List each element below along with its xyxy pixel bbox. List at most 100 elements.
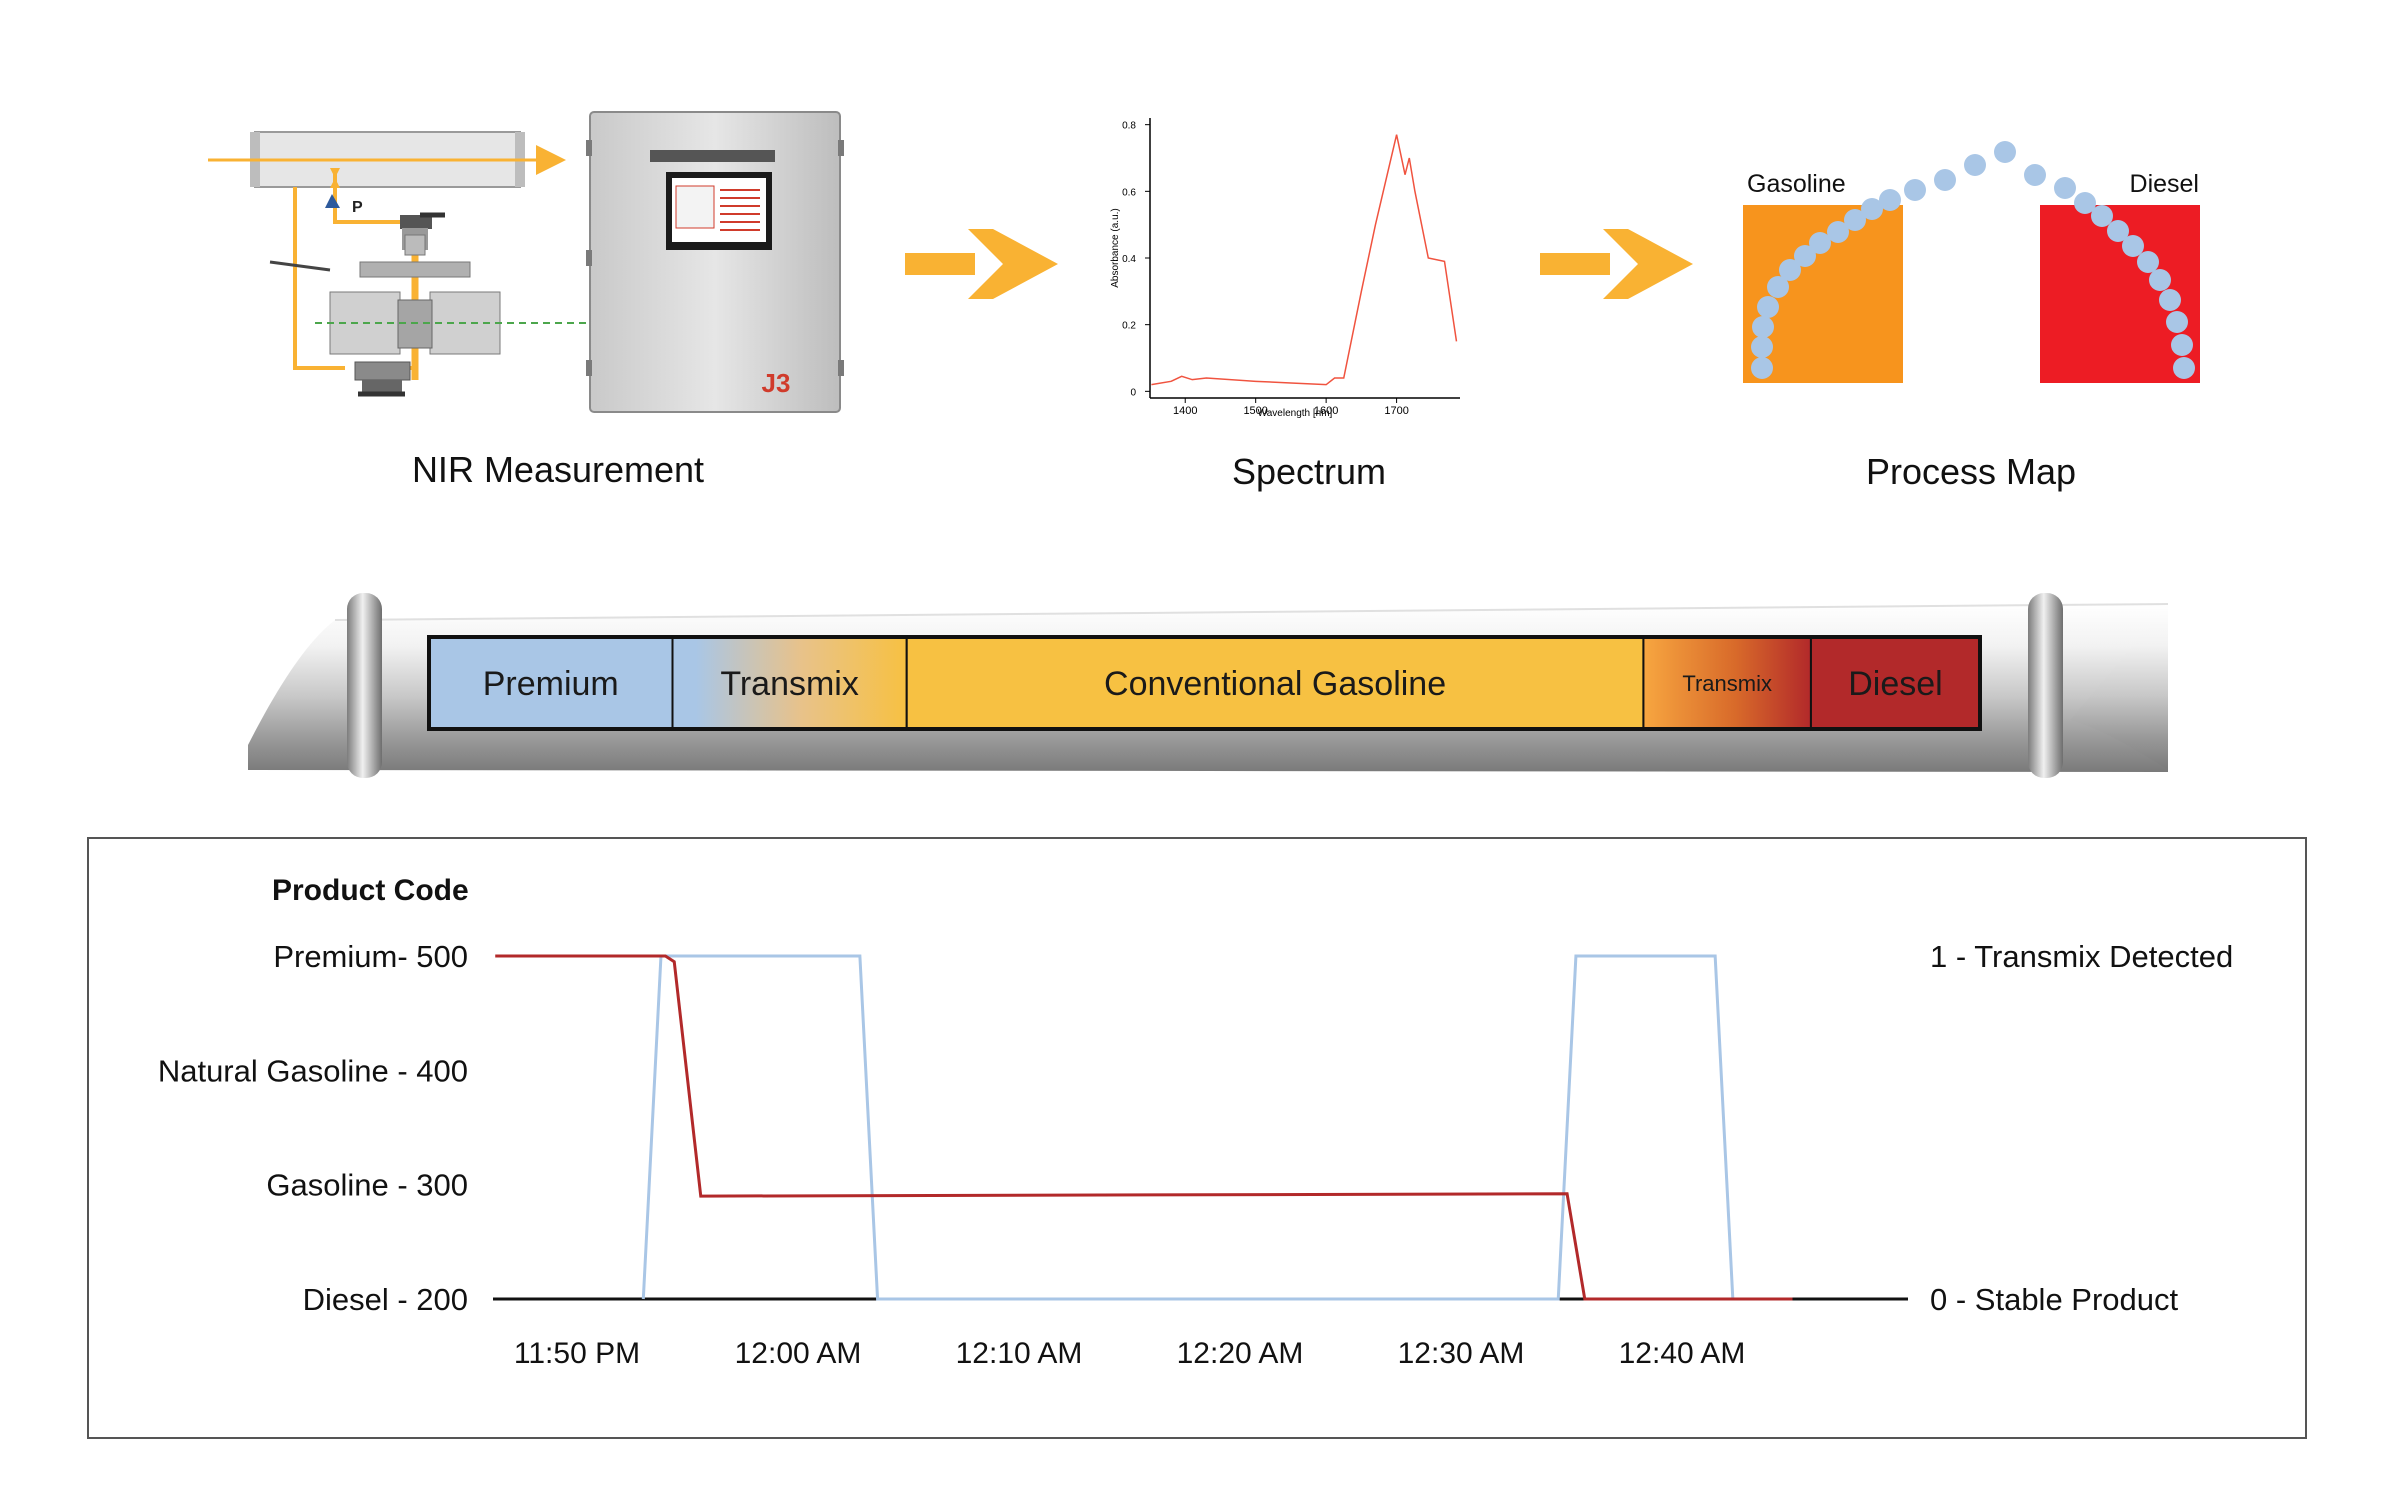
trajectory-point: [1994, 141, 2016, 163]
left-axis-tick-label: Diesel - 200: [303, 1282, 468, 1317]
chart-y-axis-title: Product Code: [272, 874, 469, 907]
pipe-segment: [428, 636, 674, 730]
stage-label-process-map: Process Map: [1866, 451, 2076, 492]
lower-valve: [362, 380, 402, 392]
trajectory-point: [2159, 289, 2181, 311]
valve-body: [400, 215, 432, 229]
stage-label-nir: NIR Measurement: [412, 449, 704, 490]
pipe-segment-label: Diesel: [1848, 665, 1942, 703]
trajectory-point: [1757, 296, 1779, 318]
spectrum-line: [1151, 134, 1458, 386]
trajectory-point: [2107, 220, 2129, 242]
x-axis-labels: 11:50 PM 12:00 AM 12:10 AM 12:20 AM 12:30 AM…: [514, 1337, 1745, 1370]
trajectory-point: [2054, 177, 2076, 199]
left-axis-tick-label: Natural Gasoline - 400: [158, 1053, 468, 1088]
spectrum-x-tick-label: 1600: [1314, 405, 1338, 417]
x-axis-tick-label: 12:00 AM: [735, 1337, 862, 1370]
right-axis-tick-label: 0 - Stable Product: [1930, 1282, 2179, 1317]
pipe-product-segments: Premium Transmix Conventional Gasoline Tran…: [427, 635, 1982, 731]
trajectory-point: [2024, 164, 2046, 186]
transmix-flag-line: [641, 954, 1735, 1301]
chart-frame: [87, 837, 2307, 1439]
trajectory-point: [1827, 221, 1849, 243]
spectrum-y-tick-label: 0.4: [1122, 254, 1136, 265]
spectrum-y-label: Absorbance (a.u.): [1110, 208, 1121, 288]
latch: [838, 360, 844, 376]
trajectory-point: [1809, 232, 1831, 254]
device-logo: J3: [762, 368, 791, 398]
trajectory-point: [2173, 357, 2195, 379]
x-axis-tick-label: 11:50 PM: [514, 1337, 640, 1370]
pipe-end: [2070, 604, 2168, 770]
valve-icon: [330, 168, 340, 188]
trajectory-point: [1779, 259, 1801, 281]
pipe-segment-label: Conventional Gasoline: [1104, 665, 1446, 703]
trajectory-point: [1794, 245, 1816, 267]
trajectory-point: [1904, 179, 1926, 201]
latch: [838, 140, 844, 156]
product-code-line: [495, 954, 1793, 1301]
probe-bracket: [359, 261, 471, 278]
nir-instrument-diagram: P: [208, 131, 590, 397]
pipe-flange-right: [2028, 593, 2063, 778]
sample-return-line: [293, 187, 345, 370]
pipe-segment-label: Transmix: [720, 665, 859, 703]
pipe-segment-label: Transmix: [1682, 671, 1772, 696]
right-axis-tick-label: 1 - Transmix Detected: [1930, 939, 2233, 974]
trajectory-point: [1879, 189, 1901, 211]
hinge: [586, 140, 592, 156]
pressure-label: P: [352, 199, 363, 216]
spectrum-y-tick-label: 0.8: [1122, 121, 1136, 132]
pressure-sensor-icon: [325, 194, 340, 208]
pipe-segment-label: Premium: [483, 665, 619, 703]
pipeline: Premium Transmix Conventional Gasoline Tran…: [248, 593, 2169, 778]
spectrum-x-tick-label: 1700: [1384, 405, 1408, 417]
trajectory-point: [1964, 154, 1986, 176]
spectrum-x-label: Wavelength [nm]: [1258, 408, 1333, 419]
gasoline-region-label: Gasoline: [1747, 170, 1846, 198]
trajectory-point: [1751, 336, 1773, 358]
left-axis-tick-label: Gasoline - 300: [266, 1168, 468, 1203]
lower-fitting: [354, 361, 411, 381]
pipe-flange-left: [347, 593, 382, 778]
x-axis-tick-label: 12:20 AM: [1177, 1337, 1304, 1370]
trajectory-point: [1751, 357, 1773, 379]
right-axis-labels: 1 - Transmix Detected 0 - Stable Product: [1930, 939, 2233, 1317]
stage-arrow-2: [1540, 229, 1693, 299]
x-axis-tick-label: 12:10 AM: [956, 1337, 1083, 1370]
x-axis-tick-label: 12:30 AM: [1398, 1337, 1525, 1370]
stage-arrow-1: [905, 229, 1058, 299]
nir-analyzer-cabinet: J3: [586, 111, 844, 413]
trajectory-point: [1844, 209, 1866, 231]
screen-plot: [675, 185, 715, 229]
trajectory-point: [2091, 205, 2113, 227]
trajectory-point: [2149, 269, 2171, 291]
trajectory-point: [2074, 192, 2096, 214]
stage-label-spectrum: Spectrum: [1232, 451, 1386, 492]
trajectory-point: [2171, 334, 2193, 356]
diesel-region-label: Diesel: [2130, 170, 2199, 198]
screen-text-rows: [720, 189, 760, 231]
cable: [269, 260, 331, 272]
spectrum-y-tick-label: 0.2: [1122, 321, 1136, 332]
hinge: [586, 250, 592, 266]
trajectory-point: [1767, 276, 1789, 298]
trajectory-point: [1752, 316, 1774, 338]
spectrum-x-tick-label: 1500: [1243, 405, 1267, 417]
trajectory-point: [2166, 311, 2188, 333]
left-axis-tick-label: Premium- 500: [273, 939, 468, 974]
x-axis-tick-label: 12:40 AM: [1619, 1337, 1746, 1370]
process-trajectory: [1751, 141, 2195, 379]
fitting: [404, 234, 426, 256]
spectrum-y-tick-label: 0: [1130, 387, 1136, 398]
pipe-segment: [905, 636, 1645, 730]
trajectory-point: [1934, 169, 1956, 191]
spectrum-y-tick-label: 0.6: [1122, 187, 1136, 198]
trajectory-point: [2137, 251, 2159, 273]
trajectory-point: [2122, 235, 2144, 257]
